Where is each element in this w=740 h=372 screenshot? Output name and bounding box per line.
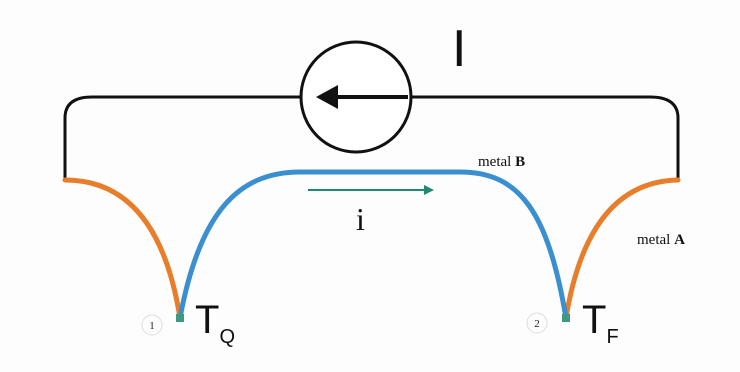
metal-b-wire — [177, 169, 569, 321]
junction-1-number: 1 — [149, 320, 155, 332]
metal-a-label: metal A — [637, 232, 685, 248]
junction-2-temp-label: TF — [582, 298, 619, 348]
metal-b-letter: B — [515, 154, 525, 170]
metal-a-prefix: metal — [637, 232, 674, 248]
metal-a-right-wire — [563, 177, 681, 321]
current-source-label: I — [452, 20, 466, 78]
junction-2-temp-base: T — [582, 298, 606, 342]
metal-a-letter: A — [674, 232, 685, 248]
metal-a-left-wire — [62, 177, 183, 321]
junction-2-dot — [562, 314, 570, 322]
loop-current-label: i — [356, 201, 365, 237]
junction-2-number-circle — [526, 312, 548, 334]
junction-1-temp-base: T — [195, 298, 219, 342]
metal-b-label: metal B — [478, 154, 525, 170]
junction-1-dot — [176, 314, 184, 322]
loop-current-arrow-head — [424, 185, 434, 195]
junction-1-temp-sub: Q — [219, 326, 235, 348]
external-wire — [63, 95, 680, 182]
junction-2-number: 2 — [534, 318, 540, 330]
junction-1-temp-label: TQ — [195, 298, 235, 348]
junction-2-temp-sub: F — [606, 326, 618, 348]
current-source-arrow-head — [316, 85, 338, 109]
junction-1-number-circle — [141, 314, 163, 336]
metal-b-prefix: metal — [478, 154, 515, 170]
